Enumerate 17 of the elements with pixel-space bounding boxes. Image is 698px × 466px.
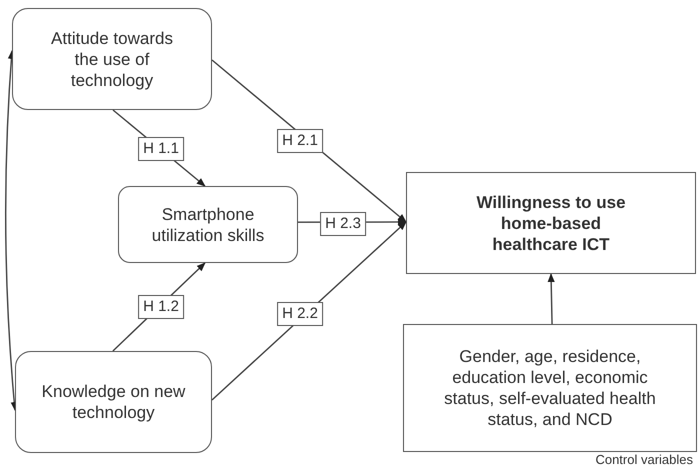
node-text: Knowledge on new technology (40, 381, 186, 423)
edge-label: H 1.2 (138, 295, 184, 319)
node-text: Willingness to use home-based healthcare ICT (475, 192, 627, 254)
arrow (548, 273, 555, 324)
edge-label: H 2.3 (320, 212, 366, 236)
edge-label: H 2.2 (277, 302, 323, 326)
edge-label: H 1.1 (138, 137, 184, 161)
construct-box (118, 186, 298, 263)
construct-box (15, 351, 212, 453)
edge-label: H 2.1 (277, 129, 323, 153)
node-text: Gender, age, residence, education level, economic status, self-evaluated health status, and NCD (443, 346, 657, 430)
construct-box (12, 8, 212, 110)
node-text: Smartphone utilization skills (150, 204, 266, 246)
control-variables-box (403, 324, 697, 452)
outcome-box (406, 172, 696, 274)
node-text: Attitude towards the use of technology (50, 28, 174, 90)
caption-text: Control variables (594, 453, 693, 466)
